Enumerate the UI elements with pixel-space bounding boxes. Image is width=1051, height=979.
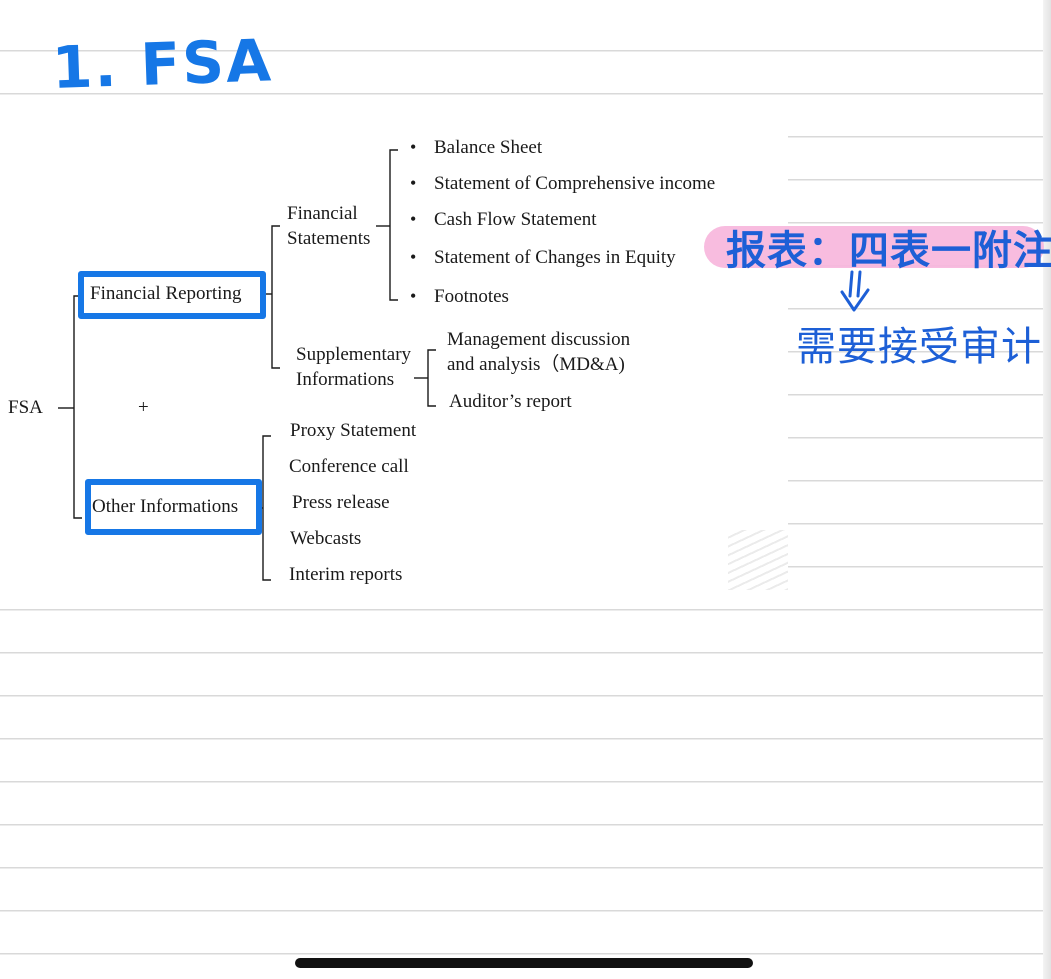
root-label: FSA: [8, 397, 43, 418]
handwritten-title: 1. FSA: [50, 26, 274, 102]
other-item: Proxy Statement: [290, 420, 417, 441]
fr-bracket: [271, 225, 280, 369]
other-item: Conference call: [289, 456, 409, 477]
supplementary-item: Management discussion: [447, 329, 631, 350]
pasted-diagram-image: FSA + Financial Reporting Financial Stat…: [0, 128, 788, 590]
handwritten-note-reports: 报表：四表一附注: [726, 228, 1051, 274]
handwritten-note-audit: 需要接受审计: [796, 324, 1042, 370]
other-item: Webcasts: [290, 528, 362, 549]
pink-marker-highlight: [704, 226, 1044, 268]
bullet: •: [410, 137, 417, 157]
supp-bracket: [427, 349, 436, 407]
page-edge: [1043, 0, 1051, 979]
tree-brackets: [58, 149, 436, 581]
bullet: •: [410, 209, 417, 229]
statement-item: Footnotes: [434, 286, 509, 307]
statement-item: Statement of Changes in Equity: [434, 247, 676, 268]
plus-sign: +: [138, 397, 149, 418]
financial-statements-label-2: Statements: [287, 228, 371, 249]
supplementary-item: Auditor’s report: [449, 391, 572, 412]
supplementary-label-2: Informations: [296, 369, 395, 390]
supplementary-item: and analysis（MD&A): [447, 354, 625, 375]
fs-bracket: [389, 149, 398, 301]
down-arrow-icon: [840, 270, 870, 312]
financial-statements-label-1: Financial: [287, 203, 358, 224]
other-item: Interim reports: [289, 564, 403, 585]
financial-reporting-highlight: [78, 271, 266, 319]
statement-item: Statement of Comprehensive income: [434, 173, 716, 194]
supplementary-label-1: Supplementary: [296, 344, 412, 365]
other-informations-label: Other Informations: [92, 496, 239, 517]
bullet: •: [410, 286, 417, 306]
bullet: •: [410, 173, 417, 193]
bullet: •: [410, 247, 417, 267]
financial-reporting-label: Financial Reporting: [90, 283, 242, 304]
oi-bracket: [262, 435, 271, 581]
statement-item: Cash Flow Statement: [434, 209, 597, 230]
other-item: Press release: [292, 492, 390, 513]
home-indicator[interactable]: [295, 958, 753, 968]
statement-item: Balance Sheet: [434, 137, 543, 158]
other-informations-highlight: [85, 479, 262, 535]
watermark-decoration: [728, 530, 788, 590]
root-bracket: [73, 295, 82, 519]
